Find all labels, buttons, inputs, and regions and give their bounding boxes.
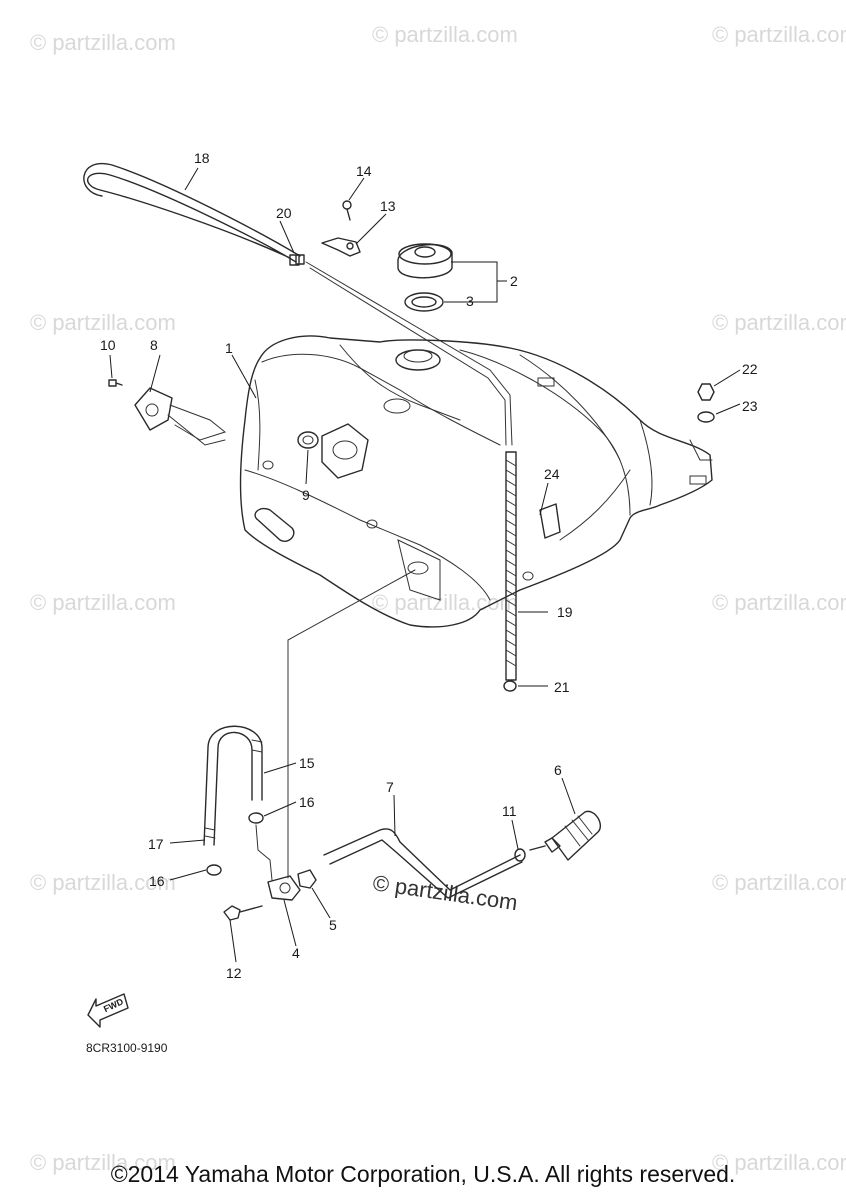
watermark-center: © partzilla.com	[371, 870, 519, 915]
stay-24	[539, 503, 561, 539]
grommet-9	[297, 431, 319, 449]
gauge-plate	[321, 423, 369, 479]
callout-13: 13	[380, 198, 396, 214]
watermarks: © partzilla.com © partzilla.com © partzi…	[30, 22, 846, 1175]
tank-outlet	[407, 561, 429, 575]
callout-lines	[109, 167, 741, 963]
coil-hose-19	[505, 451, 517, 681]
callout-17: 17	[148, 836, 164, 852]
callout-9: 9	[302, 487, 310, 503]
callout-7: 7	[386, 779, 394, 795]
hose-guide-line	[255, 824, 273, 881]
clip-16-lower	[206, 864, 222, 876]
callout-22: 22	[742, 361, 758, 377]
clip-11	[514, 848, 526, 862]
watermark: © partzilla.com	[30, 30, 176, 55]
callout-6: 6	[554, 762, 562, 778]
watermark: © partzilla.com	[30, 310, 176, 335]
breather-line	[305, 261, 513, 446]
callout-16-lower: 16	[149, 873, 165, 889]
callout-16-upper: 16	[299, 794, 315, 810]
bolt-14	[342, 200, 352, 221]
callout-5: 5	[329, 917, 337, 933]
callout-2: 2	[510, 273, 518, 289]
copyright-notice: ©2014 Yamaha Motor Corporation, U.S.A. A…	[110, 1161, 736, 1187]
fwd-label: FWD	[102, 996, 125, 1014]
hose-clip	[295, 254, 305, 265]
watermark: © partzilla.com	[712, 590, 846, 615]
fuel-line-connection	[287, 569, 416, 879]
fuel-tank	[239, 335, 713, 628]
watermark: © partzilla.com	[372, 22, 518, 47]
fuel-hose-15-17	[203, 725, 263, 846]
watermark: © partzilla.com	[30, 870, 176, 895]
callout-8: 8	[150, 337, 158, 353]
damper-22	[697, 383, 715, 401]
fuel-cap	[397, 243, 453, 279]
callout-3: 3	[466, 293, 474, 309]
breather-line	[309, 267, 507, 446]
cap-gasket	[404, 292, 444, 312]
callout-15: 15	[299, 755, 315, 771]
callout-12: 12	[226, 965, 242, 981]
callout-24: 24	[544, 466, 560, 482]
watermark: © partzilla.com	[712, 870, 846, 895]
callout-1: 1	[225, 340, 233, 356]
callout-21: 21	[554, 679, 570, 695]
bolt-12	[223, 905, 263, 921]
bolt-10	[108, 379, 123, 387]
breather-hose	[83, 162, 301, 266]
watermark: © partzilla.com	[30, 1150, 176, 1175]
forward-arrow-icon: FWD	[87, 993, 129, 1028]
fitting-5	[297, 869, 317, 889]
clip-16-upper	[248, 812, 264, 824]
bracket-13	[321, 237, 361, 257]
watermark: © partzilla.com	[712, 22, 846, 47]
clip-21	[503, 680, 517, 692]
diagram-code: 8CR3100-9190	[86, 1041, 168, 1055]
callout-20: 20	[276, 205, 292, 221]
callout-19: 19	[557, 604, 573, 620]
washer-23	[697, 411, 715, 423]
callout-10: 10	[100, 337, 116, 353]
callout-18: 18	[194, 150, 210, 166]
watermark: © partzilla.com	[30, 590, 176, 615]
callout-14: 14	[356, 163, 372, 179]
callout-11: 11	[502, 803, 517, 819]
callout-23: 23	[742, 398, 758, 414]
callout-4: 4	[292, 945, 300, 961]
fuel-unit	[134, 387, 295, 542]
fuel-cock-4	[267, 875, 301, 901]
fuel-pipe-7	[323, 828, 523, 899]
watermark: © partzilla.com	[712, 310, 846, 335]
fuel-filter-6	[529, 810, 602, 861]
callout-numbers: 1 2 3 4 5 6 7 8 9 10 11 12 13 14 15 16 1…	[100, 150, 758, 981]
watermark: © partzilla.com	[712, 1150, 846, 1175]
